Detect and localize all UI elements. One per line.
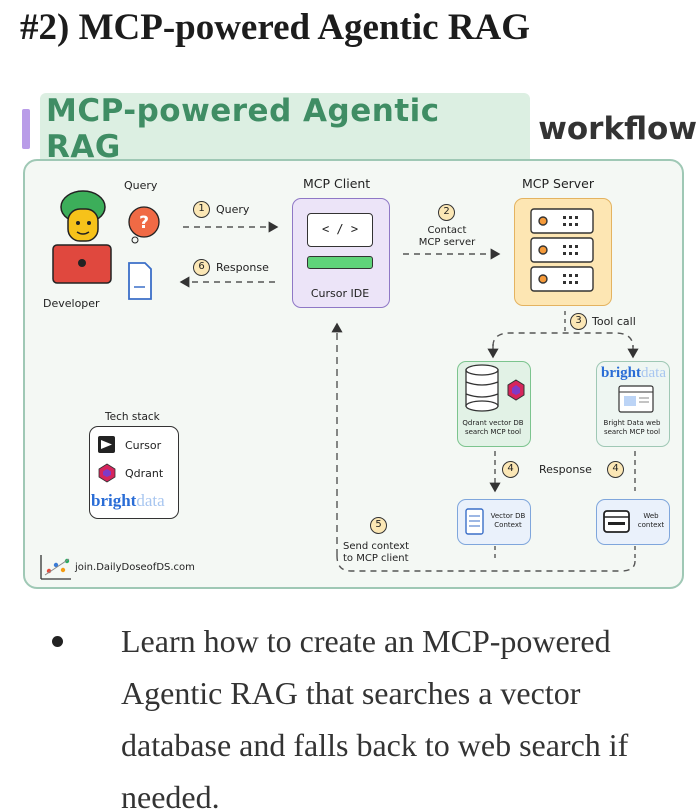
mcp-server-label: MCP Server — [522, 176, 595, 191]
step-3-badge: 3 — [570, 313, 587, 330]
step-4-badge-left: 4 — [502, 461, 519, 478]
server-rack-icon — [530, 208, 594, 292]
bright-data-tool-box: brightdata Bright Data web search MCP to… — [596, 361, 670, 447]
qdrant-logo-icon — [98, 463, 116, 483]
step-1-badge: 1 — [193, 201, 210, 218]
step-3-label: Tool call — [592, 315, 636, 328]
developer-icon — [52, 190, 112, 284]
tech-stack-bright-data: brightdata — [91, 491, 165, 510]
qdrant-tool-label: Qdrant vector DB search MCP tool — [462, 419, 524, 436]
tech-stack-cursor: Cursor — [125, 439, 162, 452]
arrow-send-context — [336, 555, 636, 572]
workflow-diagram: Developer Query ? 1 Query 6 Response MCP… — [23, 159, 684, 589]
step-4-badge-right: 4 — [607, 461, 624, 478]
title-accent-bar — [22, 109, 30, 149]
tech-stack-title: Tech stack — [105, 411, 160, 423]
screen-status-bar — [307, 256, 373, 269]
step-1-label: Query — [216, 203, 250, 216]
diagram-connectors — [179, 221, 639, 572]
workflow-title-highlight: MCP-powered Agentic RAG — [39, 93, 531, 165]
bright-data-tool-label: Bright Data web search MCP tool — [603, 419, 661, 436]
step-6-badge: 6 — [193, 259, 210, 276]
mcp-server-box — [514, 198, 612, 306]
watermark-text: join.DailyDoseofDS.com — [75, 562, 195, 573]
document-icon — [128, 262, 152, 300]
step-2-badge: 2 — [438, 204, 455, 221]
document-icon — [465, 508, 484, 535]
step-6-label: Response — [216, 261, 269, 274]
dailydoseofds-logo-icon — [40, 555, 71, 580]
workflow-title-plain: workflow — [538, 111, 697, 147]
vector-db-context-label: Vector DB Context — [490, 512, 526, 529]
qdrant-tool-box: Qdrant vector DB search MCP tool — [457, 361, 531, 447]
cursor-ide-label: Cursor IDE — [310, 287, 370, 300]
database-icon — [465, 364, 525, 412]
bullet-dot — [52, 636, 63, 647]
question-bubble-icon: ? — [128, 206, 160, 244]
step-2-label: Contact MCP server — [418, 225, 476, 248]
workflow-title: MCP-powered Agentic RAG workflow — [22, 93, 697, 165]
tech-stack-box: Cursor Qdrant brightdata — [89, 426, 179, 519]
browser-window-icon — [603, 510, 630, 533]
svg-text:?: ? — [139, 213, 149, 233]
web-context-box: Web context — [596, 499, 670, 545]
mcp-client-label: MCP Client — [303, 176, 371, 191]
step-4-label: Response — [539, 463, 592, 476]
web-context-label: Web context — [637, 512, 665, 529]
bright-data-logo: brightdata — [601, 365, 666, 381]
mcp-client-box: < / > Cursor IDE — [292, 198, 390, 308]
step-5-badge: 5 — [370, 517, 387, 534]
page-heading: #2) MCP-powered Agentic RAG — [20, 7, 531, 48]
developer-label: Developer — [43, 297, 100, 310]
step-5-label: Send context to MCP client — [343, 541, 410, 564]
tech-stack-qdrant: Qdrant — [125, 467, 164, 480]
cursor-logo-icon — [98, 436, 115, 453]
vector-db-context-box: Vector DB Context — [457, 499, 531, 545]
web-page-icon — [618, 385, 654, 413]
code-screen-icon: < / > — [307, 213, 373, 247]
bullet-text: Learn how to create an MCP-powered Agent… — [121, 623, 629, 811]
arrow-tool-call — [492, 332, 634, 348]
query-label: Query — [124, 179, 158, 192]
